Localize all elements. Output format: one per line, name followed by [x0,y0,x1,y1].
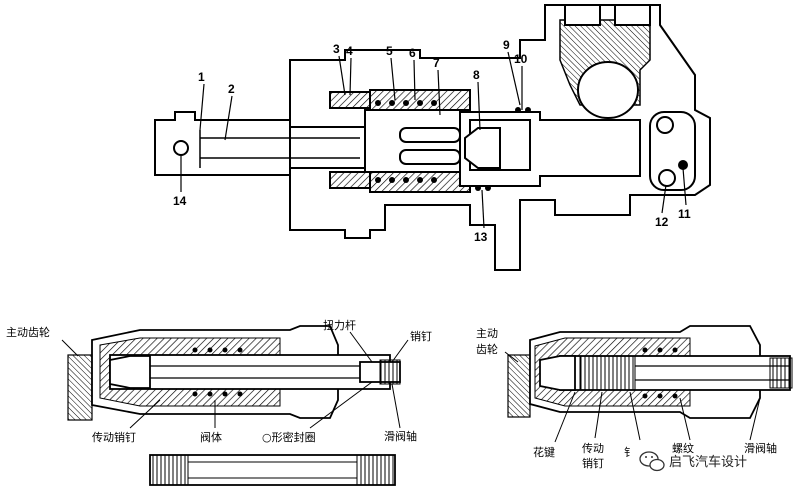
label-drive-pin: 传动销钉 [92,430,136,444]
top-callouts: 1 2 3 4 5 6 7 8 9 10 11 12 13 14 [173,38,691,244]
wechat-icon [639,451,665,472]
bottom-right-leaders [504,351,761,443]
label-drive-gear-line2: 齿轮 [476,342,498,356]
watermark: 启飞汽车设计 [639,451,747,472]
label-valve-body: 阀体 [200,430,222,444]
callout-10: 10 [514,52,528,66]
bottom-left-labels: 主动齿轮 扭力杆 销钉 传动销钉 阀体 ○形密封圈 滑阀轴 [6,318,432,444]
callout-11: 11 [678,207,691,221]
label-drive-gear-line1: 主动 [476,327,498,340]
label-spline-key: 花键 [533,445,555,459]
label-drive-gear: 主动齿轮 [6,325,50,339]
callout-7: 7 [433,56,440,70]
callout-12: 12 [655,215,669,229]
callout-8: 8 [473,68,480,82]
callout-6: 6 [409,46,416,60]
label-torsion-bar: 扭力杆 [323,318,356,332]
label-spool-shaft-right: 滑阀轴 [744,441,777,455]
top-leader-lines [180,51,687,229]
label-o-ring: ○形密封圈 [262,430,316,444]
bottom-left-section [67,325,401,486]
callout-9: 9 [503,38,510,52]
label-pin: 销钉 [410,329,432,343]
callout-13: 13 [474,230,488,244]
bottom-right-section [507,325,793,419]
callout-14: 14 [173,194,187,208]
callout-2: 2 [228,82,235,96]
label-partial: 钅 [624,445,635,459]
label-thread: 螺纹 [672,441,694,455]
callout-1: 1 [198,70,205,84]
callout-3: 3 [333,42,340,56]
watermark-text: 启飞汽车设计 [669,454,747,470]
label-spool-shaft: 滑阀轴 [384,429,417,443]
bottom-left-leaders [61,331,409,429]
top-cross-section [154,4,711,271]
bottom-right-labels: 主动 齿轮 花键 传动 销钉 钅 螺纹 滑阀轴 [476,327,777,470]
label-drive-pin-line2: 销钉 [582,456,604,470]
callout-4: 4 [346,44,353,58]
callout-5: 5 [386,44,393,58]
label-drive-pin-line1: 传动 [582,442,604,455]
